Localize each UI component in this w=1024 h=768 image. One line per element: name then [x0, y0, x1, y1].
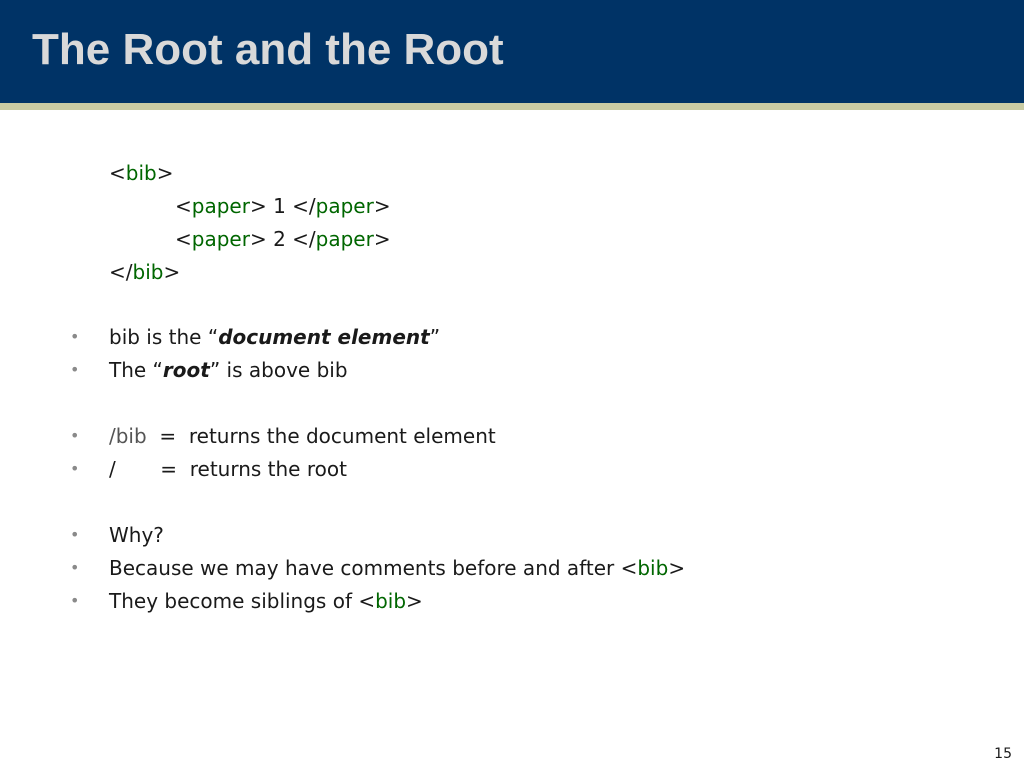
- bullet-text: The “: [109, 358, 163, 382]
- bullet-text: bib is the “: [109, 325, 219, 349]
- code-text: <: [175, 194, 192, 218]
- bullet-emphasis: root: [162, 358, 210, 382]
- xpath-expression: /bib: [109, 424, 147, 448]
- code-text: > 2 </: [249, 227, 316, 251]
- bullet-text: >: [668, 556, 686, 580]
- bullet-dot: •: [70, 426, 80, 445]
- code-tag: bib: [637, 556, 669, 580]
- code-tag: bib: [132, 260, 164, 284]
- bullet-text: = returns the root: [115, 457, 347, 481]
- code-text: >: [373, 194, 391, 218]
- bullet-item-3: /bib = returns the document element: [109, 422, 496, 450]
- code-line-4: </bib>: [109, 258, 180, 286]
- bullet-item-1: bib is the “document element”: [109, 323, 440, 351]
- title-bar: [0, 0, 1024, 103]
- code-line-1: <bib>: [109, 159, 173, 187]
- code-text: >: [373, 227, 391, 251]
- bullet-dot: •: [70, 327, 80, 346]
- bullet-text: >: [406, 589, 423, 613]
- bullet-item-5: Why?: [109, 523, 164, 547]
- slide-title: The Root and the Root: [32, 25, 504, 74]
- code-text: >: [156, 161, 174, 185]
- code-tag: bib: [375, 589, 407, 613]
- code-text: >: [163, 260, 181, 284]
- code-text: <: [109, 161, 126, 185]
- bullet-item-2: The “root” is above bib: [109, 356, 348, 384]
- bullet-item-4: / = returns the root: [109, 455, 347, 483]
- bullet-text: ”: [429, 325, 441, 349]
- code-tag: paper: [191, 194, 250, 218]
- code-text: </: [109, 260, 133, 284]
- code-text: > 1 </: [249, 194, 316, 218]
- title-rule: [0, 103, 1024, 110]
- bullet-dot: •: [70, 360, 80, 379]
- bullet-text: = returns the document element: [146, 424, 496, 448]
- code-line-3: <paper> 2 </paper>: [175, 225, 391, 253]
- bullet-text: Because we may have comments before and …: [109, 556, 638, 580]
- bullet-text: They become siblings of <: [109, 589, 376, 613]
- code-tag: paper: [315, 194, 374, 218]
- bullet-item-7: They become siblings of <bib>: [109, 587, 423, 615]
- bullet-dot: •: [70, 591, 80, 610]
- code-text: <: [175, 227, 192, 251]
- code-tag: bib: [125, 161, 157, 185]
- bullet-dot: •: [70, 558, 80, 577]
- code-tag: paper: [315, 227, 374, 251]
- bullet-emphasis: document element: [218, 325, 430, 349]
- code-line-2: <paper> 1 </paper>: [175, 192, 391, 220]
- bullet-text: ” is above bib: [209, 358, 348, 382]
- code-tag: paper: [191, 227, 250, 251]
- bullet-dot: •: [70, 525, 80, 544]
- bullet-item-6: Because we may have comments before and …: [109, 554, 685, 582]
- page-number: 15: [994, 746, 1012, 762]
- xpath-expression: /: [109, 457, 116, 481]
- bullet-dot: •: [70, 459, 80, 478]
